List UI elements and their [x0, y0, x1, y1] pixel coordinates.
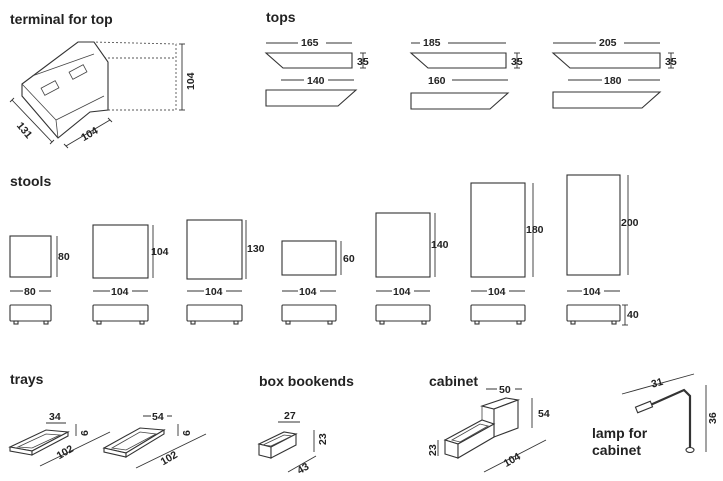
bookend-item: 27 23 43: [257, 410, 329, 477]
section-title-terminal: terminal for top: [10, 11, 113, 27]
tray-2-length: 102: [159, 449, 180, 468]
section-title-bookends: box bookends: [259, 373, 354, 389]
top-1-bottom-width: 140: [307, 75, 325, 87]
bookend-height: 23: [317, 433, 329, 445]
stool-6-height: 180: [526, 224, 544, 236]
tray-2-height: 6: [181, 430, 193, 436]
lamp-reach: 31: [650, 376, 665, 391]
top-2-top-width: 185: [423, 37, 441, 49]
section-title-cabinet: cabinet: [429, 373, 478, 389]
stool-2-height: 104: [151, 246, 169, 258]
terminal-depth-label: 131: [14, 120, 35, 141]
top-1-top-width: 165: [301, 37, 319, 49]
tray-1-length: 102: [55, 443, 76, 462]
top-3-bottom-width: 180: [604, 75, 622, 87]
top-2-bottom-width: 160: [428, 75, 446, 87]
stool-3-width: 104: [205, 286, 223, 298]
tray-item-1: 34 6 102: [8, 411, 111, 467]
top-item-2: 185 35 160: [409, 36, 523, 110]
stool-item-4: 60 104: [281, 240, 355, 325]
bookend-width: 27: [284, 410, 296, 422]
stool-item-2: 104 104: [92, 224, 169, 325]
terminal-height-label: 104: [185, 72, 197, 90]
stool-item-3: 130 104: [186, 219, 265, 325]
top-1-height: 35: [357, 56, 369, 68]
lamp-drawing: 31 36: [621, 373, 719, 454]
section-title-trays: trays: [10, 371, 44, 387]
tray-item-2: 54 6 102: [102, 410, 207, 469]
stool-5-height: 140: [431, 239, 449, 251]
cabinet-low-height: 23: [427, 444, 439, 456]
terminal-drawing: 131 104 104: [9, 41, 197, 149]
cabinet-width: 50: [499, 384, 511, 396]
stool-6-width: 104: [488, 286, 506, 298]
section-title-tops: tops: [266, 9, 296, 25]
stool-item-1: 80 80: [9, 235, 70, 325]
lamp-height: 36: [707, 412, 719, 424]
cabinet-height: 54: [538, 408, 550, 420]
stool-5-width: 104: [393, 286, 411, 298]
stool-1-height: 80: [58, 251, 70, 263]
stool-7-width: 104: [583, 286, 601, 298]
bookend-length: 43: [295, 461, 311, 477]
top-3-height: 35: [665, 56, 677, 68]
stool-side-height: 40: [627, 309, 639, 321]
tray-1-height: 6: [79, 430, 91, 436]
top-3-top-width: 205: [599, 37, 617, 49]
stool-1-width: 80: [24, 286, 36, 298]
tray-2-width: 54: [152, 411, 164, 423]
stool-item-6: 180 104: [470, 182, 544, 325]
lamp-title-line-2: cabinet: [592, 442, 641, 458]
stool-item-7: 200 104 40: [566, 174, 639, 326]
stool-item-5: 140 104: [375, 212, 449, 325]
section-title-stools: stools: [10, 173, 51, 189]
stool-2-width: 104: [111, 286, 129, 298]
tray-1-width: 34: [49, 411, 61, 423]
lamp-title-line-1: lamp for: [592, 425, 648, 441]
top-2-height: 35: [511, 56, 523, 68]
stool-3-height: 130: [247, 243, 265, 255]
stool-4-height: 60: [343, 253, 355, 265]
stool-7-height: 200: [621, 217, 639, 229]
cabinet-item: 50 54 23 104: [427, 383, 550, 473]
top-item-1: 165 35 140: [264, 36, 369, 107]
stool-4-width: 104: [299, 286, 317, 298]
top-item-3: 205 35 180: [551, 36, 677, 109]
